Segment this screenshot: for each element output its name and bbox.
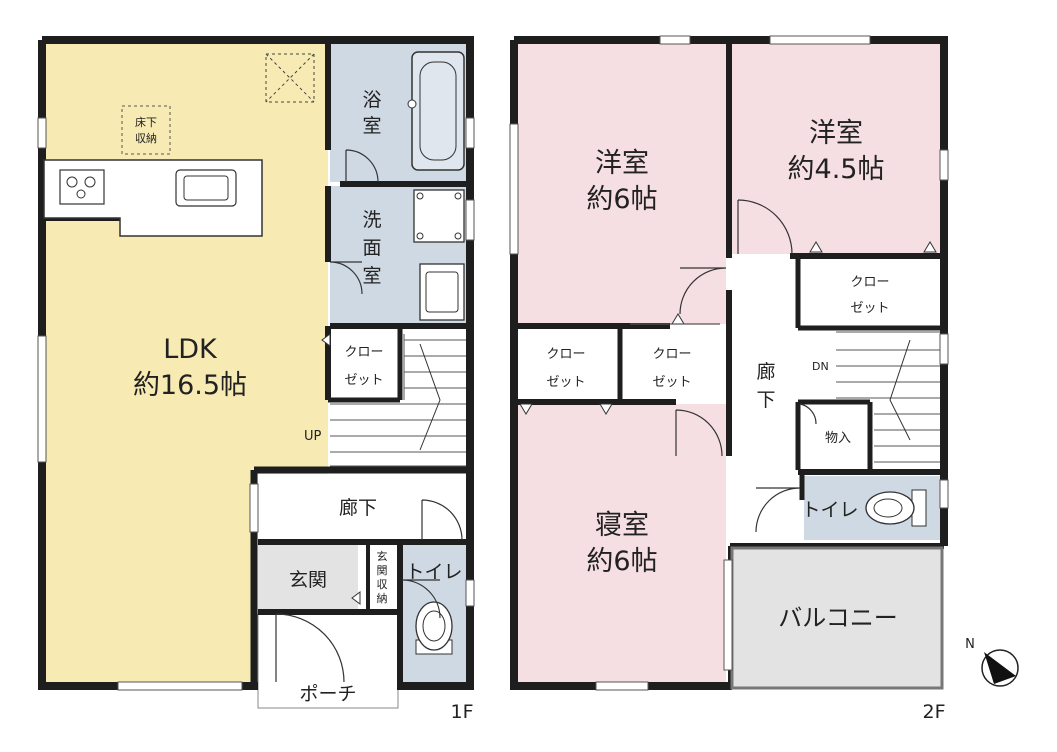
floor-2: 洋室 約6帖 洋室 約4.5帖 寝室 約6帖 クロー ゼット クロー ゼット ク… — [509, 35, 949, 723]
storage-2f-door-swing — [799, 403, 817, 425]
entrance-storage-label-2: 関 — [377, 564, 388, 577]
floor2-label: 2F — [922, 701, 945, 723]
closet-b-label-2: ゼット — [652, 375, 691, 390]
western-room-a — [516, 44, 726, 324]
hallway-2f-label-1: 廊 — [756, 361, 775, 383]
storage-2f-room — [800, 404, 868, 470]
room-b-name: 洋室 — [809, 118, 863, 149]
storage-arrow-1f — [351, 591, 361, 605]
toilet-2f-label: トイレ — [801, 499, 858, 521]
underfloor-storage-label-1: 床下 — [135, 115, 157, 129]
bedroom-size: 約6帖 — [586, 546, 657, 577]
windows-1f — [37, 117, 475, 691]
wash-label-2: 面 — [362, 237, 381, 259]
compass: N — [965, 637, 1019, 687]
bedroom-name: 寝室 — [595, 510, 649, 541]
wash-label-1: 洗 — [362, 209, 381, 231]
stairs-1f-icon — [330, 334, 466, 467]
toilet-2f-door-swing — [755, 487, 801, 533]
closet-1f-label-1: クロー — [344, 345, 383, 360]
closet-b-label-1: クロー — [652, 347, 691, 362]
balcony-label: バルコニー — [778, 604, 898, 632]
room-a-size: 約6帖 — [586, 184, 657, 215]
compass-arrow-icon — [984, 652, 1016, 684]
closet-c-label-1: クロー — [850, 275, 889, 290]
entrance-storage-label-4: 納 — [377, 592, 388, 605]
storage-2f-label: 物入 — [825, 431, 851, 446]
entrance-door-swing — [275, 613, 345, 683]
sink-icon — [175, 169, 237, 207]
floor-1: 床下 収納 — [37, 36, 475, 723]
closet-triangles — [519, 241, 937, 415]
hallway-1f-room — [258, 474, 468, 540]
closet-c-label-2: ゼット — [850, 301, 889, 316]
entrance-label: 玄関 — [289, 569, 327, 591]
closet-b-room — [622, 328, 726, 400]
toilet-2f-icon — [865, 489, 927, 527]
hall-door-swing — [421, 499, 463, 541]
closet-arrow-1f — [321, 333, 331, 347]
underfloor-storage-label-2: 収納 — [135, 132, 157, 145]
bedroom-door-swing — [675, 409, 723, 457]
room-b-size: 約4.5帖 — [788, 154, 885, 185]
entrance-storage-label-3: 収 — [377, 578, 388, 591]
hallway-2f-label-2: 下 — [756, 389, 775, 411]
closet-1f-label-2: ゼット — [344, 373, 383, 388]
entrance-storage-label-1: 玄 — [377, 549, 388, 563]
toilet-1f-icon — [415, 601, 453, 655]
room-a-name: 洋室 — [595, 148, 649, 179]
bedroom-room — [516, 404, 726, 686]
entrance-room — [258, 544, 358, 610]
exterior-wall-2f — [510, 36, 948, 690]
wash-label-3: 室 — [362, 265, 381, 287]
skylight-icon — [265, 53, 315, 103]
stairs-down-label: DN — [812, 360, 829, 373]
room-a-door-swing — [679, 267, 727, 315]
ldk-size: 約16.5帖 — [133, 370, 247, 401]
toilet-1f-label: トイレ — [405, 561, 462, 583]
bath-door-swing — [345, 149, 379, 183]
ldk-name: LDK — [163, 334, 218, 365]
balcony-room — [732, 548, 942, 688]
kitchen-counter — [43, 159, 263, 237]
stairs-up-label: UP — [304, 429, 322, 444]
bath-label-2: 室 — [362, 115, 381, 137]
closet-c-room — [800, 258, 942, 326]
wash-basin-icon — [419, 263, 465, 321]
wash-door-swing — [329, 261, 363, 295]
stairs-2f-icon — [836, 331, 940, 463]
bath-label-1: 浴 — [362, 89, 381, 111]
porch-area — [257, 613, 399, 709]
floor1-label: 1F — [450, 701, 473, 723]
western-room-b — [732, 44, 942, 254]
bathtub-icon — [407, 51, 465, 171]
entrance-storage-room — [370, 544, 398, 610]
windows-2f — [509, 35, 949, 691]
closet-a-room — [516, 328, 618, 400]
underfloor-storage-box — [121, 105, 171, 155]
closet-a-label-1: クロー — [546, 347, 585, 362]
compass-north-label: N — [965, 637, 975, 652]
hallway-1f-label: 廊下 — [339, 497, 377, 519]
stove-icon — [59, 169, 105, 205]
washer-icon — [413, 189, 465, 243]
room-b-door-swing — [737, 199, 793, 255]
toilet-1f-door-swing — [401, 579, 441, 619]
porch-label: ポーチ — [299, 683, 356, 705]
closet-a-label-2: ゼット — [546, 375, 585, 390]
